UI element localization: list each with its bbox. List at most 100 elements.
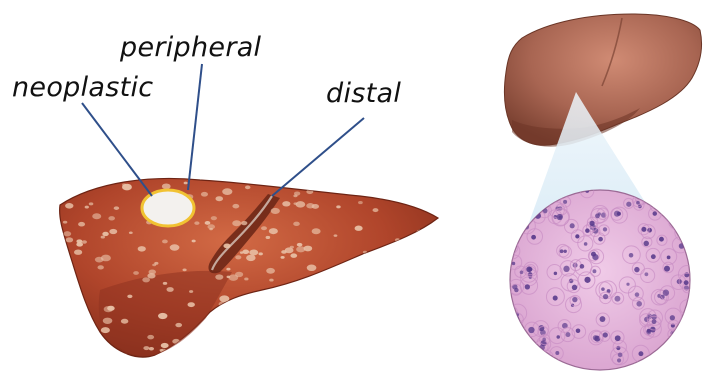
liver-nodule bbox=[101, 327, 110, 333]
liver-nodule bbox=[419, 313, 423, 316]
hepatocyte-nucleus bbox=[522, 201, 527, 206]
liver-nodule bbox=[313, 305, 323, 312]
hepatocyte-nucleus bbox=[509, 210, 513, 214]
hepatocyte-nucleus bbox=[665, 211, 670, 216]
liver-nodule bbox=[74, 249, 82, 254]
liver-nodule bbox=[129, 231, 133, 234]
liver-nodule bbox=[103, 318, 113, 324]
liver-nodule bbox=[312, 228, 321, 234]
liver-nodule bbox=[238, 307, 243, 311]
hepatocyte-nucleus bbox=[528, 349, 534, 355]
liver-nodule bbox=[76, 239, 82, 243]
liver-nodule bbox=[152, 264, 156, 267]
hepatocyte-nucleus bbox=[563, 200, 567, 204]
liver-nodule bbox=[229, 349, 239, 355]
liver-nodule bbox=[370, 309, 377, 314]
liver-nodule bbox=[376, 348, 382, 352]
hepatocyte-nucleus bbox=[667, 255, 671, 259]
liver-nodule bbox=[425, 190, 434, 196]
liver-nodule bbox=[307, 334, 312, 337]
hepatocyte-nucleus bbox=[593, 335, 598, 340]
hepatocyte-nucleus bbox=[546, 365, 551, 370]
liver-nodule bbox=[108, 216, 115, 220]
hepatocyte-membrane bbox=[516, 345, 534, 363]
hepatocyte-nucleus bbox=[635, 292, 640, 297]
liver-nodule bbox=[395, 297, 401, 301]
hepatocyte-nucleus bbox=[615, 335, 621, 341]
liver-nodule bbox=[266, 236, 271, 239]
liver-nodule bbox=[334, 234, 338, 237]
hepatocyte-nucleus bbox=[671, 212, 676, 217]
hepatocyte-membrane bbox=[515, 190, 527, 202]
liver-nodule bbox=[175, 323, 182, 327]
hepatocyte-nucleus bbox=[684, 334, 689, 339]
liver-nodule bbox=[227, 276, 231, 278]
liver-nodule bbox=[337, 344, 341, 347]
liver-nodule bbox=[249, 249, 258, 255]
liver-nodule bbox=[357, 180, 364, 185]
hepatocyte-nucleus bbox=[664, 266, 670, 272]
hepatocyte-nucleus bbox=[615, 296, 621, 302]
liver-nodule bbox=[119, 175, 128, 181]
liver-nodule bbox=[271, 208, 280, 214]
liver-nodule bbox=[349, 308, 357, 313]
hepatocyte-nucleus bbox=[542, 338, 546, 342]
liver-nodule bbox=[223, 243, 230, 248]
hepatocyte-nucleus bbox=[585, 228, 589, 232]
hepatocyte-membrane bbox=[682, 333, 695, 346]
liver-nodule bbox=[296, 201, 306, 207]
liver-nodule bbox=[228, 331, 235, 335]
hepatocyte-nucleus bbox=[645, 361, 651, 367]
liver-nodule bbox=[306, 203, 314, 208]
liver-nodule bbox=[330, 291, 335, 295]
hepatocyte-nucleus bbox=[557, 214, 563, 220]
liver-nodule bbox=[325, 179, 329, 182]
hepatocyte-nucleus bbox=[603, 332, 608, 337]
hepatocyte-membrane bbox=[537, 350, 553, 366]
hepatocyte-nucleus bbox=[520, 192, 525, 197]
liver-nodule bbox=[387, 250, 393, 254]
hepatocyte-nucleus bbox=[676, 332, 680, 336]
liver-nodule bbox=[89, 202, 94, 205]
liver-nodule bbox=[360, 301, 364, 304]
liver-nodule bbox=[235, 255, 241, 259]
liver-nodule bbox=[147, 335, 154, 340]
hepatocyte-nucleus bbox=[653, 211, 657, 215]
liver-nodule bbox=[170, 357, 174, 359]
hepatocyte-nucleus bbox=[523, 218, 528, 223]
hepatocyte-nucleus bbox=[584, 242, 588, 246]
liver-nodule bbox=[328, 298, 332, 301]
liver-nodule bbox=[366, 286, 373, 291]
liver-nodule bbox=[269, 228, 278, 234]
liver-nodule bbox=[294, 202, 298, 205]
liver-nodule bbox=[263, 354, 271, 359]
liver-nodule bbox=[183, 268, 187, 271]
liver-nodule bbox=[66, 237, 73, 242]
hepatocyte-membrane bbox=[525, 347, 538, 360]
diseased-liver bbox=[57, 175, 438, 359]
liver-nodule bbox=[122, 183, 126, 186]
liver-nodule bbox=[268, 180, 274, 184]
hepatocyte-membrane bbox=[672, 196, 682, 206]
liver-nodule bbox=[87, 335, 91, 338]
liver-nodule bbox=[63, 221, 67, 224]
hepatocyte-nucleus bbox=[510, 311, 515, 316]
hepatocyte-nucleus bbox=[675, 219, 679, 223]
hepatocyte-membrane bbox=[502, 239, 518, 255]
hepatocyte-nucleus bbox=[684, 280, 689, 285]
liver-nodule bbox=[379, 311, 386, 316]
hepatocyte-nucleus bbox=[525, 360, 529, 364]
hepatocyte-nucleus bbox=[522, 353, 526, 357]
liver-nodule bbox=[205, 221, 211, 225]
liver-nodule bbox=[282, 201, 290, 206]
distal-pointer bbox=[272, 118, 364, 196]
liver-nodule bbox=[170, 244, 180, 250]
hepatocyte-nucleus bbox=[512, 262, 515, 265]
hepatocyte-membrane bbox=[671, 184, 684, 197]
liver-nodule bbox=[235, 272, 243, 277]
liver-nodule bbox=[248, 312, 256, 317]
liver-nodule bbox=[232, 204, 239, 209]
liver-nodule bbox=[371, 352, 380, 358]
liver-nodule bbox=[201, 192, 208, 197]
liver-nodule bbox=[189, 290, 193, 293]
